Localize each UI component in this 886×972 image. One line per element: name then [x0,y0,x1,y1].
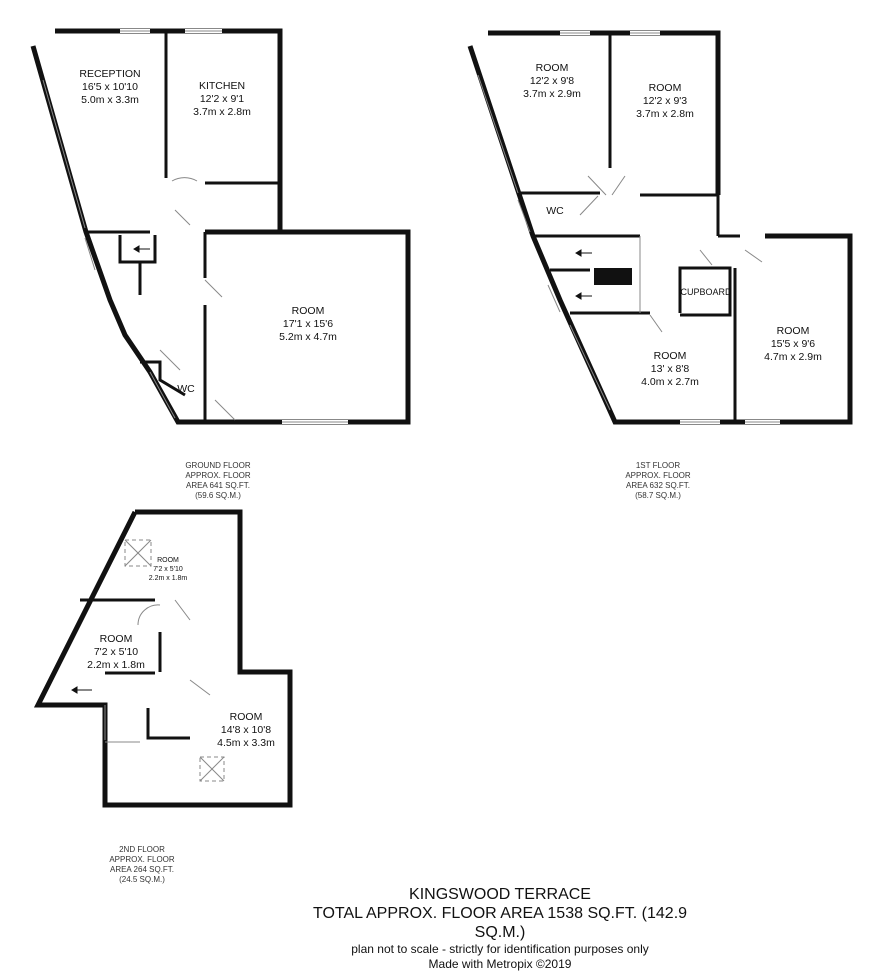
room-metric: 3.7m x 2.9m [523,88,581,100]
first-floor-walls [467,30,853,425]
room-label-ground-room: ROOM 17'1 x 15'6 5.2m x 4.7m [279,305,337,344]
area-line: APPROX. FLOOR [109,855,175,864]
room-name: ROOM [291,305,325,317]
room-imperial: 16'5 x 10'10 [82,81,138,93]
room-label-second-room-2: ROOM 14'8 x 10'8 4.5m x 3.3m [217,711,275,750]
room-name: CUPBOARD [680,287,732,297]
area-line: GROUND FLOOR [185,461,251,470]
disclaimer: plan not to scale - strictly for identif… [351,942,649,956]
second-floor-area: 2ND FLOOR APPROX. FLOOR AREA 264 SQ.FT. … [109,845,174,885]
room-metric: 3.7m x 2.8m [193,106,251,118]
stairs [594,268,632,285]
room-metric: 3.7m x 2.8m [636,108,694,120]
room-metric: 2.2m x 1.8m [148,575,188,582]
room-name: ROOM [157,557,179,564]
room-label-first-room-4: ROOM 15'5 x 9'6 4.7m x 2.9m [764,325,822,364]
room-name: ROOM [229,711,263,723]
room-name: ROOM [535,62,569,74]
first-floor-area: 1ST FLOOR APPROX. FLOOR AREA 632 SQ.FT. … [625,461,690,501]
room-label-first-wc: WC [546,205,564,218]
room-name: KITCHEN [198,80,246,92]
room-name: WC [546,205,564,217]
total-floor-area: TOTAL APPROX. FLOOR AREA 1538 SQ.FT. (14… [312,905,688,941]
room-imperial: 14'8 x 10'8 [220,724,272,736]
room-label-second-room-1: ROOM 7'2 x 5'10 2.2m x 1.8m [87,633,145,672]
area-line: AREA 264 SQ.FT. [109,865,175,874]
room-imperial: 12'2 x 9'3 [642,95,688,107]
area-line: 2ND FLOOR [119,845,165,854]
room-label-kitchen: KITCHEN 12'2 x 9'1 3.7m x 2.8m [193,80,251,119]
area-line: (58.7 SQ.M.) [635,491,681,500]
room-name: ROOM [653,350,687,362]
area-line: APPROX. FLOOR [625,471,691,480]
area-line: APPROX. FLOOR [185,471,251,480]
room-imperial: 17'1 x 15'6 [282,318,334,330]
room-label-reception: RECEPTION 16'5 x 10'10 5.0m x 3.3m [79,68,140,107]
room-label-first-room-1: ROOM 12'2 x 9'8 3.7m x 2.9m [523,62,581,101]
room-metric: 4.0m x 2.7m [641,376,699,388]
room-imperial: 7'2 x 5'10 [153,566,183,573]
room-metric: 5.0m x 3.3m [81,94,139,106]
room-metric: 2.2m x 1.8m [87,659,145,671]
area-line: AREA 641 SQ.FT. [185,481,251,490]
room-imperial: 13' x 8'8 [650,363,690,375]
room-imperial: 12'2 x 9'1 [199,93,245,105]
room-name: ROOM [776,325,810,337]
room-name: ROOM [99,633,133,645]
room-metric: 4.5m x 3.3m [217,737,275,749]
area-line: (59.6 SQ.M.) [195,491,241,500]
room-label-cupboard: CUPBOARD [680,286,731,299]
room-imperial: 15'5 x 9'6 [770,338,816,350]
plan-footer: KINGSWOOD TERRACE TOTAL APPROX. FLOOR AR… [307,886,693,972]
second-floor-walls [33,509,293,808]
room-label-wc: WC [177,383,195,396]
room-imperial: 12'2 x 9'8 [529,75,575,87]
room-name: ROOM [648,82,682,94]
room-metric: 5.2m x 4.7m [279,331,337,343]
area-line: AREA 632 SQ.FT. [625,481,691,490]
area-line: 1ST FLOOR [635,461,681,470]
room-imperial: 7'2 x 5'10 [93,646,139,658]
ground-floor-area: GROUND FLOOR APPROX. FLOOR AREA 641 SQ.F… [185,461,250,501]
room-name: RECEPTION [79,68,141,80]
room-label-first-room-2: ROOM 12'2 x 9'3 3.7m x 2.8m [636,82,694,121]
room-label-first-room-3: ROOM 13' x 8'8 4.0m x 2.7m [641,350,699,389]
room-name: WC [177,383,195,395]
credit: Made with Metropix ©2019 [428,957,572,971]
area-line: (24.5 SQ.M.) [119,875,165,884]
property-title: KINGSWOOD TERRACE [409,886,591,903]
room-label-second-room-small: ROOM 7'2 x 5'10 2.2m x 1.8m [149,556,188,583]
room-metric: 4.7m x 2.9m [764,351,822,363]
